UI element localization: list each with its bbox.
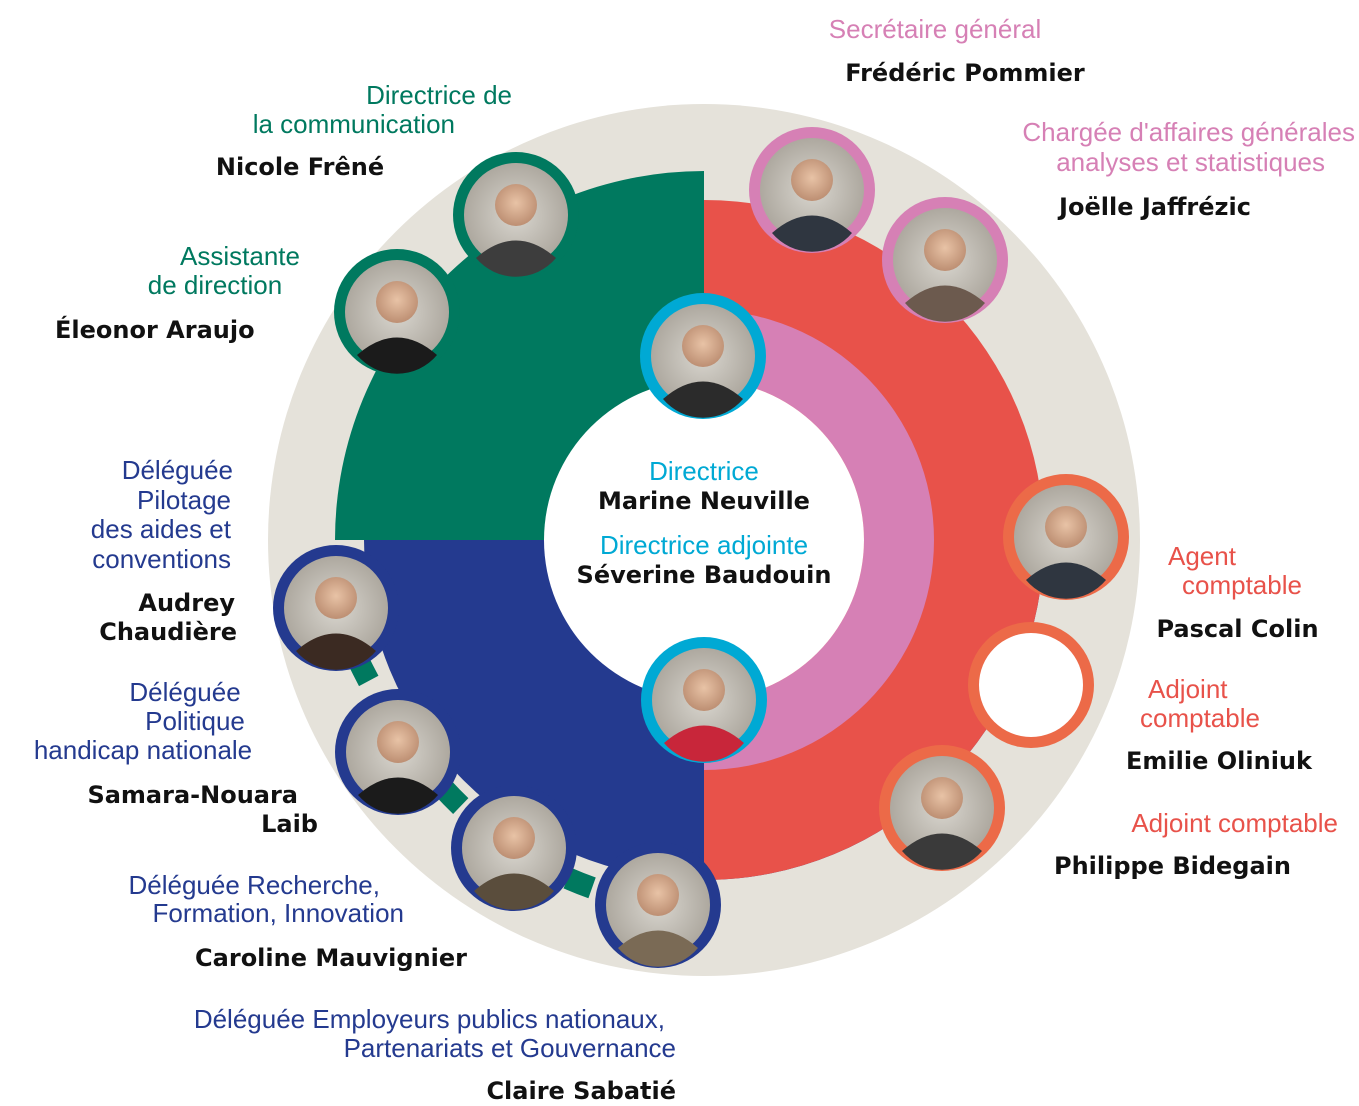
pilotage-name-2: Chaudière: [99, 618, 237, 646]
handicap-role-1: Déléguée: [129, 677, 241, 707]
employeurs-role-1: Déléguée Employeurs publics nationaux,: [193, 1004, 665, 1034]
pilotage-name-1: Audrey: [138, 589, 235, 617]
handicap-role-2: Politique: [145, 706, 245, 736]
avatar-nicole-frene: [453, 152, 579, 278]
avatar-claire-sabatie: [595, 842, 721, 968]
adjoint-comptable-1-role-2: comptable: [1140, 703, 1260, 733]
assistante-role-2: de direction: [147, 270, 283, 300]
avatar-caroline-mauvignier: [451, 785, 577, 911]
affaires-generales-name: Joëlle Jaffrézic: [1059, 193, 1251, 221]
recherche-role-1: Déléguée Recherche,: [128, 870, 381, 900]
assistante-name: Éleonor Araujo: [55, 316, 255, 344]
agent-comptable-role-1: Agent: [1168, 541, 1236, 571]
secretaire-general-name: Frédéric Pommier: [845, 59, 1085, 87]
avatar-marine-neuville: [640, 293, 766, 419]
director-title: Directrice: [649, 456, 759, 486]
pilotage-role-4: conventions: [92, 544, 231, 574]
recherche-name: Caroline Mauvignier: [195, 944, 467, 972]
handicap-name-1: Samara-Nouara: [87, 781, 298, 809]
handicap-role-3: handicap nationale: [33, 735, 253, 765]
adjoint-comptable-2-role: Adjoint comptable: [1131, 808, 1338, 838]
adjoint-comptable-1-role-1: Adjoint: [1148, 674, 1228, 704]
avatar-audrey-chaudiere: [273, 545, 399, 671]
handicap-name-2: Laib: [261, 810, 318, 838]
secretaire-general-role: Secrétaire général: [828, 14, 1042, 44]
pilotage-role-2: Pilotage: [137, 485, 231, 515]
avatar-philippe-bidegain: [879, 745, 1005, 871]
communication-role-2: la communication: [252, 109, 455, 139]
center-disc: [544, 380, 864, 700]
deputy-director-title: Directrice adjointe: [599, 530, 809, 560]
affaires-generales-role-1: Chargée d'affaires générales: [1022, 117, 1355, 147]
secretariat-ring: [704, 310, 934, 770]
avatar-joelle-jaffrezic: [882, 197, 1008, 323]
pilotage-role-3: des aides et: [90, 514, 231, 544]
avatar-pascal-colin: [1003, 474, 1129, 600]
employeurs-name: Claire Sabatié: [486, 1077, 676, 1105]
avatar-severine-baudouin: [641, 637, 767, 763]
employeurs-role-2: Partenariats et Gouvernance: [343, 1033, 676, 1063]
director-name: Marine Neuville: [598, 487, 810, 515]
delegations-chain: [325, 605, 662, 916]
avatar-samara-nouara-laib: [335, 689, 461, 815]
agent-comptable-role-2: comptable: [1182, 570, 1302, 600]
communication-role-1: Directrice de: [366, 80, 512, 110]
avatar-eleonor-araujo: [334, 249, 460, 375]
deputy-director-name: Séverine Baudouin: [576, 561, 832, 589]
affaires-generales-role-2: analyses et statistiques: [1056, 147, 1325, 177]
adjoint-comptable-1-name: Emilie Oliniuk: [1126, 747, 1312, 775]
agent-comptable-name: Pascal Colin: [1156, 615, 1319, 643]
assistante-role-1: Assistante: [180, 241, 300, 271]
adjoint-comptable-2-name: Philippe Bidegain: [1053, 852, 1291, 880]
communication-name: Nicole Frêné: [215, 153, 385, 181]
avatar-emilie-oliniuk: [968, 622, 1094, 748]
pilotage-role-1: Déléguée: [121, 455, 233, 485]
recherche-role-2: Formation, Innovation: [152, 898, 404, 928]
avatar-frederic-pommier: [749, 127, 875, 253]
